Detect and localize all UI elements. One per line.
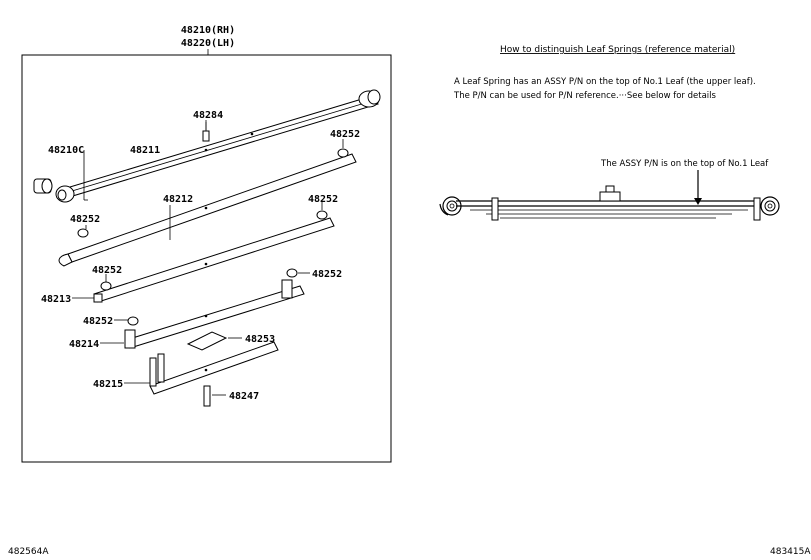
reference-line-1: A Leaf Spring has an ASSY P/N on the top… [454, 77, 756, 87]
part-48212[interactable]: 48212 [163, 194, 193, 205]
reference-heading: How to distinguish Leaf Springs (referen… [500, 45, 735, 55]
leaf-48211 [55, 89, 381, 203]
part-48284[interactable]: 48284 [193, 110, 223, 121]
part-48213[interactable]: 48213 [41, 294, 71, 305]
pad-48252-b [77, 228, 89, 238]
part-48252-d[interactable]: 48252 [92, 265, 122, 276]
part-48252-c[interactable]: 48252 [308, 194, 338, 205]
figure-code-right: 483415A [770, 547, 811, 557]
part-48252-e[interactable]: 48252 [312, 269, 342, 280]
part-48210c[interactable]: 48210C [48, 145, 84, 156]
assy-label-lh[interactable]: 48220(LH) [181, 38, 235, 49]
leaf-48213 [93, 217, 335, 303]
part-48214[interactable]: 48214 [69, 339, 99, 350]
bolt-48247 [203, 385, 211, 407]
bushing-48210c [33, 178, 53, 194]
part-48211[interactable]: 48211 [130, 145, 160, 156]
diagram-frame [21, 54, 392, 463]
pad-48252-a [337, 148, 349, 158]
leaf-48212 [58, 153, 357, 267]
leaf-48214 [124, 279, 305, 349]
pad-48252-d [100, 281, 112, 291]
part-48247[interactable]: 48247 [229, 391, 259, 402]
assy-label-rh[interactable]: 48210(RH) [181, 25, 235, 36]
bushing-icon [55, 89, 381, 203]
pad-48252-e [286, 268, 298, 278]
figure-code-left: 482564A [8, 547, 49, 557]
pad-48252-c [316, 210, 328, 220]
pad-48252-f [127, 316, 139, 326]
assy-pn-callout: The ASSY P/N is on the top of No.1 Leaf [600, 159, 769, 169]
leaf-48215 [149, 341, 279, 395]
part-48252-a[interactable]: 48252 [330, 129, 360, 140]
part-48252-f[interactable]: 48252 [83, 316, 113, 327]
reference-line-2: The P/N can be used for P/N reference.··… [453, 91, 717, 101]
part-48215[interactable]: 48215 [93, 379, 123, 390]
pad-icon [186, 331, 228, 351]
part-48253[interactable]: 48253 [245, 334, 275, 345]
right-panel: How to distinguish Leaf Springs (referen… [439, 45, 811, 557]
left-panel: 48210(RH) 48220(LH) [8, 25, 392, 557]
part-48252-b[interactable]: 48252 [70, 214, 100, 225]
leaf-spring-side-view [439, 185, 780, 221]
